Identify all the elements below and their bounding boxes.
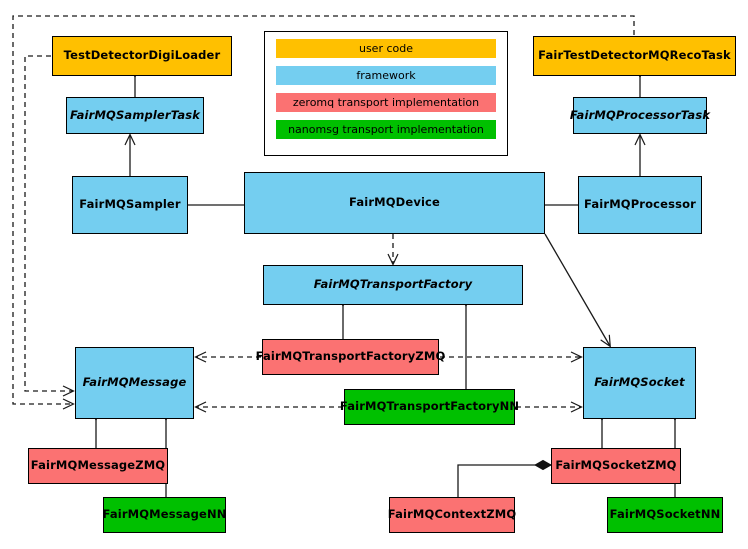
class-node-fairmqmessage[interactable]: FairMQMessage [75, 347, 194, 419]
class-node-label: FairMQTransportFactoryNN [339, 399, 520, 414]
class-node-label: FairMQMessageNN [102, 507, 227, 522]
class-node-label: FairMQSamplerTask [69, 107, 201, 122]
class-node-fairmqsocketzmq[interactable]: FairMQSocketZMQ [551, 448, 681, 484]
class-node-label: FairMQSampler [79, 197, 181, 212]
legend-item-user-code: user code [276, 39, 496, 58]
class-node-label: FairMQDevice [349, 195, 440, 210]
class-node-label: FairMQMessage [82, 375, 187, 390]
legend-label-user-code: user code [358, 42, 414, 55]
class-node-fairmqprocessortask[interactable]: FairMQProcessorTask [569, 97, 711, 134]
class-node-label: FairMQSocket [594, 375, 685, 390]
class-node-fairmqcontextzmq[interactable]: FairMQContextZMQ [387, 497, 517, 533]
class-node-label: FairMQContextZMQ [387, 507, 517, 522]
legend-item-nanomsg: nanomsg transport implementation [276, 120, 496, 139]
class-node-label: FairMQTransportFactory [313, 277, 473, 292]
class-node-fairmqtransportfactoryzmq[interactable]: FairMQTransportFactoryZMQ [256, 339, 445, 375]
class-node-testdetectordigiloader[interactable]: TestDetectorDigiLoader [52, 36, 232, 76]
class-node-fairmqprocessor[interactable]: FairMQProcessor [578, 176, 702, 234]
legend-label-framework: framework [356, 69, 416, 82]
edge-contextzmq-to-socketzmq [457, 459, 553, 497]
class-node-fairmqtransportfactorynn[interactable]: FairMQTransportFactoryNN [340, 389, 519, 425]
legend-label-zeromq: zeromq transport implementation [292, 96, 480, 109]
class-node-label: FairMQTransportFactoryZMQ [255, 349, 446, 364]
class-node-fairmqdevice[interactable]: FairMQDevice [244, 172, 545, 234]
class-node-fairmqsocketnn[interactable]: FairMQSocketNN [607, 497, 723, 533]
legend: user code framework zeromq transport imp… [264, 31, 508, 156]
class-node-label: FairTestDetectorMQRecoTask [538, 48, 731, 63]
class-node-label: FairMQProcessorTask [569, 107, 711, 122]
class-node-fairmqsampler[interactable]: FairMQSampler [72, 176, 188, 234]
class-node-fairmqmessagenn[interactable]: FairMQMessageNN [103, 497, 226, 533]
class-node-label: FairMQMessageZMQ [30, 458, 166, 473]
class-node-fairmqtransportfactory[interactable]: FairMQTransportFactory [263, 265, 523, 305]
class-node-label: FairMQSocketZMQ [555, 458, 677, 473]
class-node-label: FairMQSocketNN [609, 507, 721, 522]
class-node-label: TestDetectorDigiLoader [63, 48, 221, 63]
class-node-fairmqsocket[interactable]: FairMQSocket [583, 347, 696, 419]
edge-device-to-socket [544, 233, 610, 346]
legend-label-nanomsg: nanomsg transport implementation [288, 123, 484, 136]
legend-item-zeromq: zeromq transport implementation [276, 93, 496, 112]
legend-item-framework: framework [276, 66, 496, 85]
class-node-label: FairMQProcessor [584, 197, 696, 212]
class-node-fairmqsamplertask[interactable]: FairMQSamplerTask [66, 97, 204, 134]
class-node-fairmqmessagezmq[interactable]: FairMQMessageZMQ [28, 448, 168, 484]
class-node-fairtestdetectormqrecotask[interactable]: FairTestDetectorMQRecoTask [533, 36, 736, 76]
